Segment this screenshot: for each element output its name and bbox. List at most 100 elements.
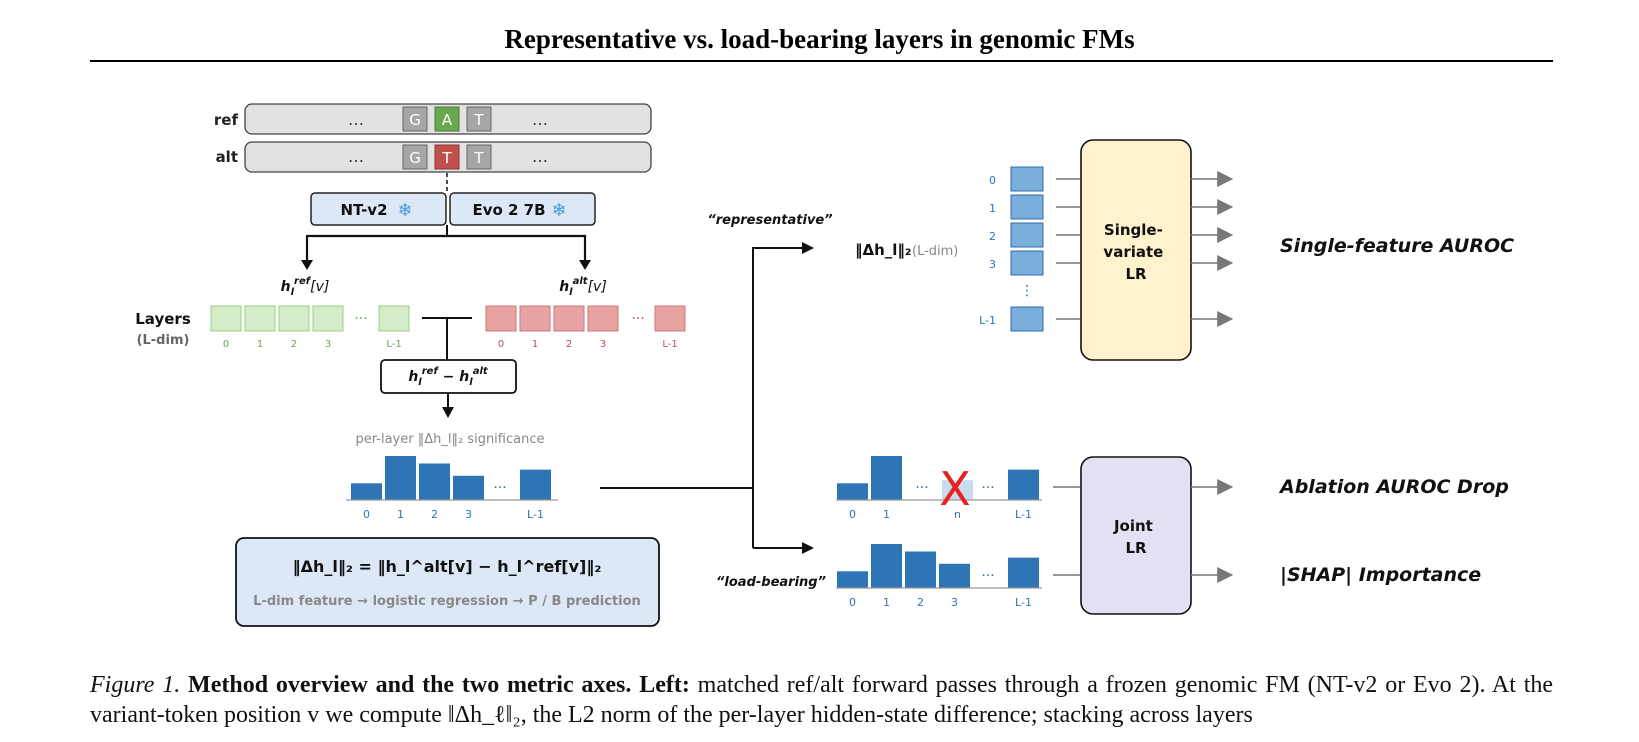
alt-ellipsis-right: … [532,147,548,166]
ref-layer-tick: 0 [223,339,229,350]
ref-ellipsis-right: … [532,110,548,129]
sig-bars-bar [385,456,416,500]
abl-bars-bar [1008,469,1039,500]
shap-tick: L-1 [1015,596,1032,609]
ref-layer-cell [378,305,410,332]
shap-tick: 0 [849,596,856,609]
ablation-tick: L-1 [1015,508,1032,521]
shap-tick: 2 [917,596,924,609]
formula-pipeline: L-dim feature → logistic regression → P … [253,594,641,609]
shap-bars-bar [905,551,936,588]
alt-base-1-text: G [409,149,421,167]
single-lr-line: variate [1103,243,1163,261]
ref-base-1 [402,106,428,132]
feature-cell [1010,194,1044,220]
h-alt-label: hlalt[v] [559,276,607,298]
ablation-tick: n [954,508,961,521]
sig-bars-bar [419,463,450,500]
alt-layer-cell [587,305,619,332]
nt-v2-box [310,192,447,226]
significance-title: per-layer ‖Δh_l‖₂ significance [356,432,545,447]
single-output-arrows [1191,171,1234,327]
alt-base-1 [402,144,428,170]
evo2-label: Evo 2 7B [472,201,545,219]
formula-main: ‖Δh_l‖₂ = ‖h_l^alt[v] − h_l^ref[v]‖₂ [293,557,602,577]
alt-layer-cell [654,305,686,332]
alt-layer-cell [485,305,517,332]
shap-tick: 3 [951,596,958,609]
ref-base-variant-text: A [442,111,453,129]
feature-cell [1010,166,1044,192]
alt-base-variant [434,144,460,170]
abl-bars-bar [837,483,868,500]
alt-base-variant-text: T [441,149,452,167]
rows-ellipsis: ⋮ [1020,283,1034,299]
ref-layer-cell [312,305,344,332]
alt-base-3 [466,144,492,170]
ref-base-variant [434,106,460,132]
abl-bars-bar [871,456,902,500]
norm-label: ‖Δh_l‖₂ [855,241,912,260]
alt-layer-tick: 1 [532,339,538,350]
ablation-bars [837,456,1039,500]
shap-bars [837,544,1039,588]
ablation-auroc-drop-label: Ablation AUROC Drop [1278,476,1509,498]
ref-layer-tick: L-1 [386,339,401,350]
alt-layer-tick: 0 [498,339,504,350]
shap-ellipsis: ··· [981,568,994,584]
shap-bars-bar [837,571,868,588]
feature-cell [1010,306,1044,332]
layers-subtitle: (L-dim) [137,333,190,348]
alt-layer-ellipsis: ··· [631,311,644,327]
alt-ellipsis-left: … [348,147,364,166]
single-lr-line: LR [1125,265,1147,283]
ref-ellipsis-left: … [348,110,364,129]
shap-bars-bar [1008,557,1039,588]
significance-bars [351,456,551,500]
shap-bars-bar [939,563,970,588]
formula-box [235,537,660,627]
h-ref-label: hlref[v] [281,276,330,298]
ablation-ellipsis-right: ··· [981,480,994,496]
row-label: 3 [989,258,996,271]
ref-base-1-text: G [409,111,421,129]
alt-layer-row: ··· 0 1 2 3 L-1 [485,305,686,350]
caption-text: matched ref/alt forward passes through a… [90,672,1554,728]
ref-layer-ellipsis: ··· [354,311,367,327]
arrow-to-alt [579,260,591,270]
figure-caption: Figure 1. Method overview and the two me… [90,670,1553,730]
diff-down-arrow [442,407,454,418]
branch-bottom-label: “load-bearing” [716,575,826,590]
figure-title: Representative vs. load-bearing layers i… [504,24,1135,54]
branch-bottom-arrow [802,542,814,554]
single-variate-lr-box [1080,139,1192,361]
significance-tick: 2 [431,508,438,521]
branch-top-arrow [802,242,814,254]
significance-tick: L-1 [527,508,544,521]
single-feature-auroc-label: Single-feature AUROC [1280,235,1514,257]
alt-base-3-text: T [473,149,484,167]
alt-layer-cell [519,305,551,332]
shap-importance-label: |SHAP| Importance [1280,564,1481,586]
svg-text:❄: ❄ [397,200,412,221]
alt-layer-tick: 3 [600,339,606,350]
split-bracket [305,234,587,266]
ref-layer-tick: 3 [325,339,331,350]
ablation-ellipsis-left: ··· [915,480,928,496]
alt-layer-tick: L-1 [662,339,677,350]
row-label: 0 [989,174,996,187]
significance-ellipsis: ··· [493,480,506,496]
single-feature-rows: 0 1 2 3 ⋮ L-1 [979,166,1080,332]
row-label: 2 [989,230,996,243]
ref-layer-cell [244,305,276,332]
abl-bars-bar [942,480,973,500]
single-lr-line: Single- [1104,221,1163,239]
row-label: L-1 [979,314,996,327]
branch-top-label: “representative” [707,213,832,228]
ablation-x-mark: X [939,462,971,516]
sig-bars-bar [351,483,382,500]
joint-lr-label: Joint LR [1113,517,1158,557]
